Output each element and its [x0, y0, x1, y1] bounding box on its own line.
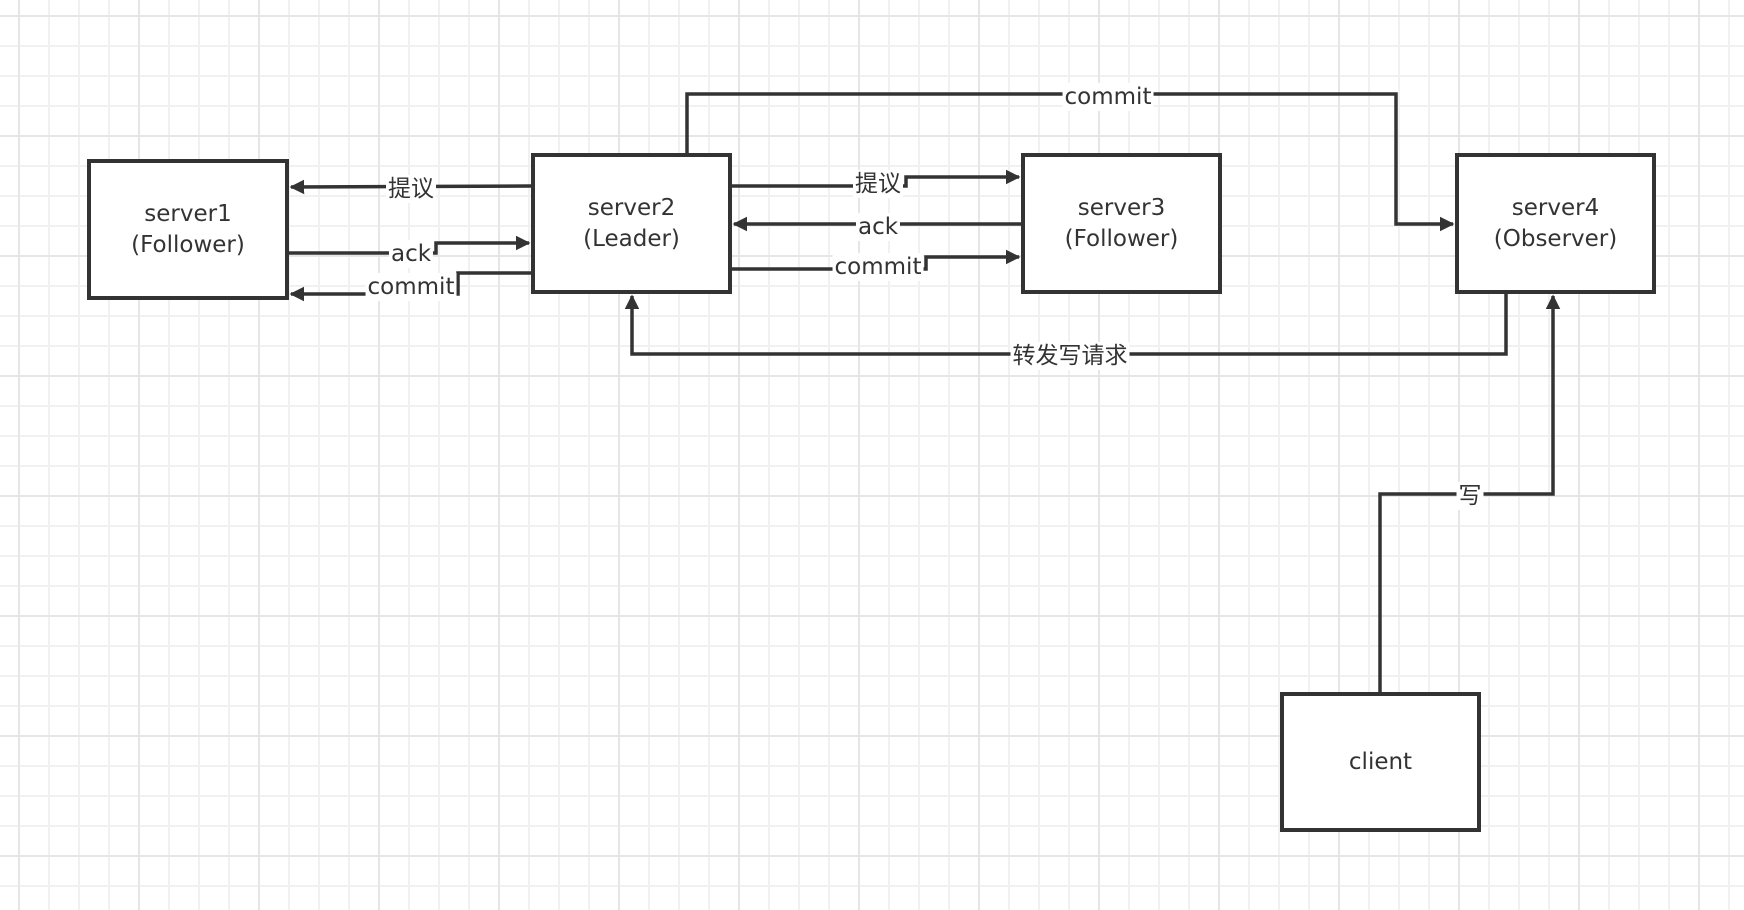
edge-label-s2-s1-commit: commit [365, 273, 457, 301]
node-server1-name: server1 [144, 200, 232, 227]
edge-label-s2-s4-commit: commit [1062, 83, 1154, 111]
node-server2-role: (Leader) [583, 225, 680, 252]
node-server2[interactable]: server2 (Leader) [531, 153, 732, 294]
edge-label-s2-s3-commit: commit [832, 253, 924, 281]
node-server4[interactable]: server4 (Observer) [1455, 153, 1656, 294]
node-server2-name: server2 [587, 194, 676, 221]
edge-s2-s4-commit[interactable] [685, 92, 1455, 232]
edge-label-s2-s1-proposal: 提议 [386, 175, 436, 203]
edge-label-s3-s2-ack: ack [855, 213, 901, 241]
edge-s2-s3-proposal[interactable] [732, 169, 1021, 188]
node-server3-name: server3 [1077, 194, 1166, 221]
node-server3[interactable]: server3 (Follower) [1021, 153, 1222, 294]
edge-label-s4-s2-forward: 转发写请求 [1010, 342, 1130, 370]
edge-label-client-s4-write: 写 [1456, 482, 1484, 510]
node-server1[interactable]: server1 (Follower) [87, 159, 289, 300]
node-server3-role: (Follower) [1064, 225, 1179, 252]
edge-s2-s3-commit[interactable] [732, 249, 1021, 271]
node-server4-role: (Observer) [1493, 225, 1618, 252]
node-client[interactable]: client [1280, 692, 1481, 832]
node-client-name: client [1348, 748, 1413, 775]
node-server1-role: (Follower) [131, 231, 245, 258]
edge-label-s1-s2-ack: ack [388, 240, 434, 268]
edge-label-s2-s3-proposal: 提议 [853, 170, 903, 198]
node-server4-name: server4 [1511, 194, 1600, 221]
edge-s1-s2-ack[interactable] [289, 235, 531, 255]
